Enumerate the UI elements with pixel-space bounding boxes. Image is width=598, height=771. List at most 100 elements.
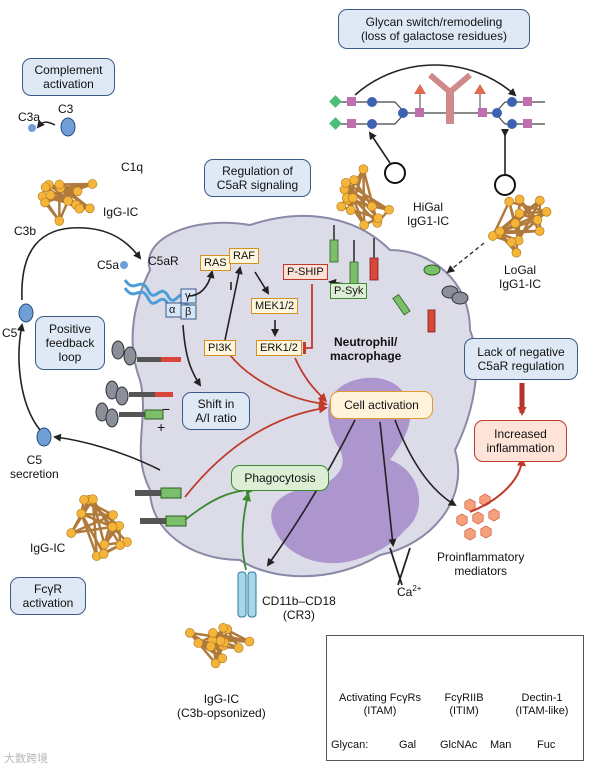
cell-activation-box: Cell activation <box>330 391 433 419</box>
complex-node <box>534 226 545 236</box>
fcgr-line1: FcγR <box>34 582 62 596</box>
c5-secreted-molecule <box>36 427 52 447</box>
higal-complex <box>336 164 394 230</box>
complement-line1: Complement <box>34 63 103 77</box>
complex-node <box>541 207 552 217</box>
higal-label: HiGal IgG1-IC <box>407 200 449 228</box>
fcgr-activating-receptors <box>135 487 187 527</box>
neutrophil-line2: macrophage <box>330 349 402 363</box>
legend-fuc: Fuc <box>537 739 556 751</box>
complex-node <box>511 247 522 258</box>
legend-panel: Activating FcγRs (ITAM) FcγRIIB (ITIM) D… <box>326 635 584 761</box>
complex-node <box>88 494 98 505</box>
legend-fcgriib: FcγRIIB (ITIM) <box>438 692 490 718</box>
logal-free-receptors <box>392 242 485 333</box>
cd11b-line2: (CR3) <box>282 608 315 622</box>
left-receptor-group <box>95 340 181 428</box>
complex-node <box>510 218 521 229</box>
complex-node <box>54 179 65 190</box>
pship-inhibition <box>303 284 313 354</box>
c3a-release-arrow <box>36 119 56 129</box>
legend-dectin-line2: (ITAM-like) <box>515 705 569 717</box>
mediator-particle <box>488 508 500 522</box>
erk-tag: ERK1/2 <box>256 340 302 356</box>
complex-node <box>359 220 369 230</box>
c5a-label: C5a <box>97 258 120 272</box>
calcium-text: Ca <box>397 585 413 599</box>
higal-receptors <box>329 225 379 285</box>
legend-dectin: Dectin-1 (ITAM-like) <box>511 692 573 718</box>
c5-molecule <box>18 303 34 323</box>
complex-node <box>208 628 218 638</box>
complex-node <box>193 638 204 648</box>
complex-node <box>87 179 98 189</box>
c3b-label: C3b <box>14 224 37 238</box>
complex-node <box>215 636 226 646</box>
c3a-molecule <box>28 124 36 132</box>
c5ar-reg-line1: Regulation of <box>222 164 293 178</box>
mediator-particle <box>464 527 476 541</box>
c3-molecule <box>60 117 76 137</box>
logal-line2: IgG1-IC <box>499 277 542 291</box>
igg-ic-left-label: IgG-IC <box>30 541 66 555</box>
complex-strand <box>351 197 379 224</box>
mediator-particle <box>472 511 484 525</box>
complement-line2: activation <box>43 77 94 91</box>
igg-ic-top-label: IgG-IC <box>103 205 139 219</box>
legend-dectin-line1: Dectin-1 <box>521 692 563 704</box>
lack-negative-regulation-box: Lack of negative C5aR regulation <box>464 338 578 380</box>
legend-glcnac: GlcNAc <box>440 739 478 751</box>
glycan-switch-box: Glycan switch/remodeling (loss of galact… <box>338 9 530 49</box>
c5ar-receptor <box>123 279 197 320</box>
glycan-switch-line1: Glycan switch/remodeling <box>365 15 503 29</box>
fcgr-activation-box: FcγR activation <box>10 577 86 615</box>
complex-node <box>504 196 514 207</box>
complex-node <box>107 522 118 532</box>
complex-node <box>506 237 517 247</box>
complex-node <box>532 215 543 225</box>
complex-strand <box>91 499 98 557</box>
immune-complexes <box>37 164 552 669</box>
cd11b-label: CD11b–CD18 (CR3) <box>262 594 336 622</box>
feedback-loop-arrow <box>21 227 142 301</box>
glycan-chain-diagram <box>329 64 545 130</box>
opsonized-complex <box>185 623 255 669</box>
complement-activation-box: Complement activation <box>22 58 115 96</box>
minus-sign: − <box>162 401 171 417</box>
fcgr-line2: activation <box>22 596 74 610</box>
complex-node <box>341 177 351 188</box>
beta-label: β <box>185 306 192 318</box>
legend-activating-line2: (ITAM) <box>363 705 397 717</box>
complement-complex <box>37 179 98 226</box>
feedback-loop-box: Positive feedback loop <box>35 316 105 370</box>
proinflammatory-mediators <box>456 493 500 541</box>
mek-tag: MEK1/2 <box>251 298 299 314</box>
c5a-molecule <box>120 261 128 269</box>
increased-line1: Increased <box>494 427 547 441</box>
higal-glycan-site <box>384 162 406 184</box>
glycan-switch-line2: (loss of galactose residues) <box>360 29 508 43</box>
legend-fcgriib-line1: FcγRIIB <box>444 692 484 704</box>
complex-strand <box>44 190 78 204</box>
neutrophil-line1: Neutrophil/ <box>334 335 398 349</box>
shift-line1: Shift in <box>197 397 235 411</box>
logal-complex <box>488 194 552 258</box>
mediator-particle <box>464 498 476 512</box>
complex-strand <box>80 513 98 557</box>
complex-node <box>79 494 89 505</box>
complex-strand <box>508 200 547 214</box>
legend-gal: Gal <box>399 739 417 751</box>
c5-secretion-line1: C5 <box>26 453 43 467</box>
feedback-line2: feedback <box>45 336 95 350</box>
complex-node <box>336 201 347 212</box>
mediator-particle <box>480 525 492 539</box>
complex-node <box>210 658 221 669</box>
igg-ic-bottom-label: IgG-IC (C3b-opsonized) <box>177 692 266 720</box>
c1q-label: C1q <box>121 160 144 174</box>
complex-strand <box>80 513 105 555</box>
complex-node <box>217 653 228 664</box>
c3a-label: C3a <box>18 110 41 124</box>
complex-node <box>535 195 545 206</box>
igg-ic-bottom-line1: IgG-IC <box>203 692 240 706</box>
